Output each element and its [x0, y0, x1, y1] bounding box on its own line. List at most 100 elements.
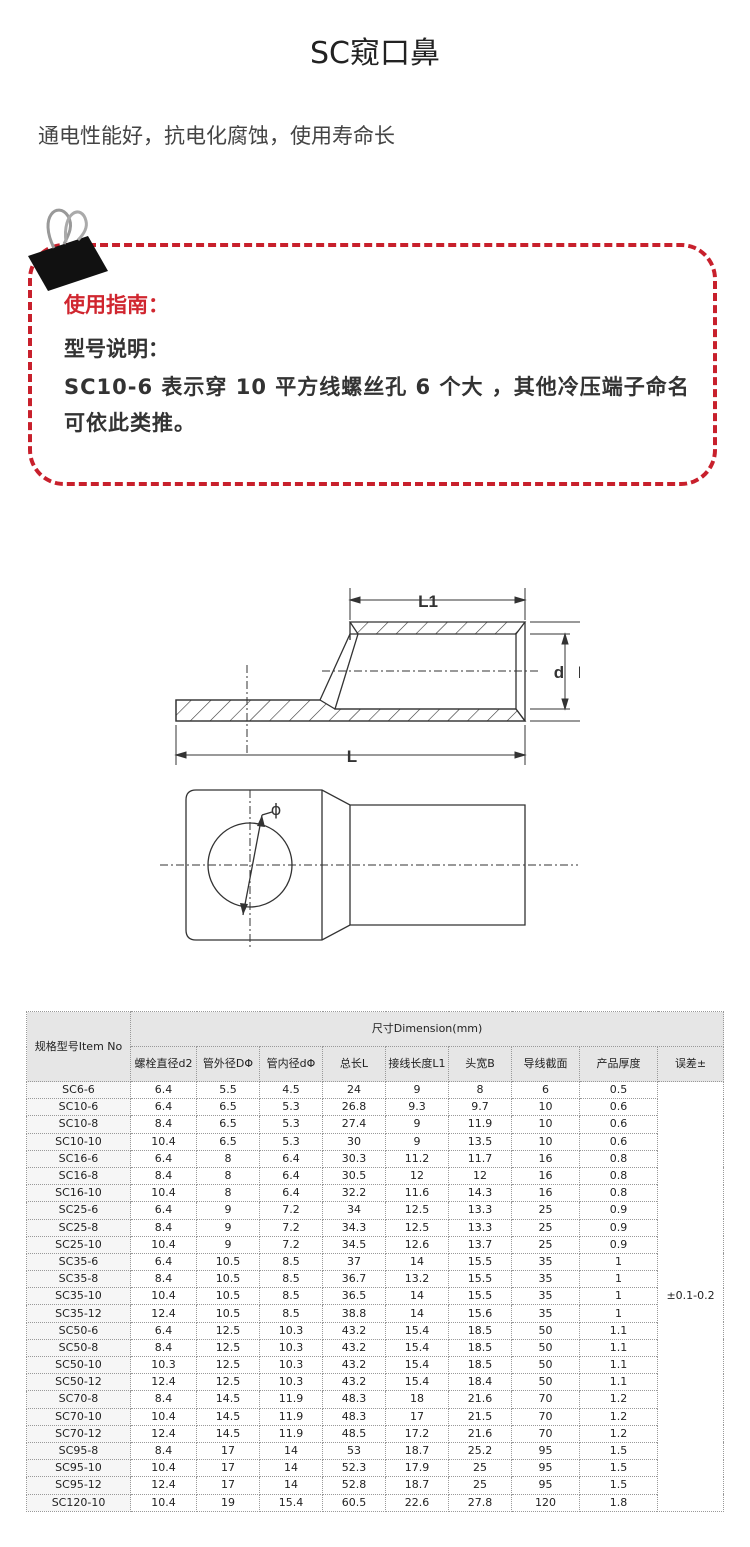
table-cell: 15.5	[448, 1270, 512, 1289]
table-cell: 0.5	[579, 1080, 658, 1100]
table-cell: 14.5	[196, 1407, 260, 1426]
table-cell: 0.9	[579, 1201, 658, 1220]
table-cell: 13.3	[448, 1201, 512, 1220]
table-cell: 4.5	[259, 1080, 323, 1100]
table-cell: 1.2	[579, 1390, 658, 1409]
item-no-cell: SC70-8	[26, 1390, 131, 1409]
table-cell: 15.4	[385, 1355, 449, 1375]
table-cell: 18.5	[448, 1321, 512, 1340]
table-cell: 10.5	[196, 1304, 260, 1323]
table-cell: 12.5	[196, 1373, 260, 1392]
table-cell: 9.3	[385, 1098, 449, 1117]
table-cell: 27.4	[322, 1115, 386, 1134]
table-cell: 18	[385, 1390, 449, 1409]
table-cell: 5.3	[259, 1132, 323, 1151]
table-cell: 13.3	[448, 1218, 512, 1237]
table-cell: 70	[511, 1424, 580, 1443]
table-cell: 10.5	[196, 1270, 260, 1289]
table-cell: 1.2	[579, 1424, 658, 1443]
column-header: 头宽B	[448, 1046, 512, 1082]
table-cell: 11.7	[448, 1149, 512, 1168]
guide-text: SC10-6 表示穿 10 平方线螺丝孔 6 个大 ，其他冷压端子命名可依此类推…	[64, 375, 690, 435]
table-cell: 43.2	[322, 1338, 386, 1358]
table-cell: 95	[511, 1441, 580, 1461]
item-no-cell: SC16-8	[26, 1166, 131, 1186]
table-cell: 0.8	[579, 1184, 658, 1203]
table-cell: 1.1	[579, 1338, 658, 1358]
table-cell: 1.5	[579, 1476, 658, 1495]
table-cell: 18.7	[385, 1441, 449, 1461]
column-header: 产品厚度	[579, 1046, 658, 1082]
tolerance-cell: ±0.1-0.2	[656, 1081, 725, 1512]
table-cell: 10.3	[259, 1355, 323, 1375]
table-cell: 14.5	[196, 1390, 260, 1409]
table-cell: 8.5	[259, 1304, 323, 1323]
table-cell: 120	[511, 1493, 580, 1512]
table-cell: 8.5	[259, 1252, 323, 1272]
dimension-lines	[174, 588, 580, 765]
table-cell: 19	[196, 1493, 260, 1512]
table-cell: 8.4	[130, 1166, 197, 1186]
table-cell: 9	[385, 1080, 449, 1100]
table-cell: 30.5	[322, 1166, 386, 1186]
table-cell: 12.4	[130, 1424, 197, 1443]
table-cell: 10.5	[196, 1287, 260, 1306]
item-no-cell: SC35-6	[26, 1252, 131, 1272]
table-cell: 9	[196, 1201, 260, 1220]
table-cell: 18.5	[448, 1355, 512, 1375]
table-cell: 24	[322, 1080, 386, 1100]
column-header: 导线截面	[511, 1046, 580, 1082]
item-no-cell: SC35-12	[26, 1304, 131, 1323]
table-cell: 16	[511, 1149, 580, 1168]
table-cell: 7.2	[259, 1201, 323, 1220]
table-cell: 30	[322, 1132, 386, 1151]
table-cell: 1	[579, 1252, 658, 1272]
table-cell: 8.4	[130, 1270, 197, 1289]
table-cell: 14	[385, 1287, 449, 1306]
table-cell: 1	[579, 1270, 658, 1289]
table-cell: 50	[511, 1321, 580, 1340]
table-cell: 11.2	[385, 1149, 449, 1168]
label-d-outer: D	[578, 663, 580, 682]
table-cell: 16	[511, 1166, 580, 1186]
table-cell: 18.7	[385, 1476, 449, 1495]
table-cell: 11.9	[259, 1424, 323, 1443]
table-cell: 14	[259, 1459, 323, 1478]
table-cell: 11.9	[448, 1115, 512, 1134]
table-cell: 6	[511, 1080, 580, 1100]
table-cell: 8	[196, 1166, 260, 1186]
table-cell: 5.3	[259, 1098, 323, 1117]
table-cell: 8.4	[130, 1115, 197, 1134]
table-cell: 52.3	[322, 1459, 386, 1478]
table-cell: 25	[511, 1235, 580, 1254]
table-cell: 12.4	[130, 1304, 197, 1323]
table-cell: 6.4	[259, 1184, 323, 1203]
table-cell: 0.6	[579, 1115, 658, 1134]
item-no-cell: SC50-12	[26, 1373, 131, 1392]
table-cell: 18.4	[448, 1373, 512, 1392]
table-cell: 12	[448, 1166, 512, 1186]
top-view	[185, 789, 526, 941]
table-cell: 1	[579, 1287, 658, 1306]
table-cell: 6.5	[196, 1098, 260, 1117]
table-cell: 11.9	[259, 1407, 323, 1426]
table-cell: 10.3	[130, 1355, 197, 1375]
table-cell: 60.5	[322, 1493, 386, 1512]
table-cell: 15.4	[385, 1373, 449, 1392]
table-cell: 10.4	[130, 1184, 197, 1203]
table-cell: 36.5	[322, 1287, 386, 1306]
table-cell: 9.7	[448, 1098, 512, 1117]
table-cell: 21.5	[448, 1407, 512, 1426]
table-cell: 21.6	[448, 1424, 512, 1443]
table-cell: 8.4	[130, 1338, 197, 1358]
